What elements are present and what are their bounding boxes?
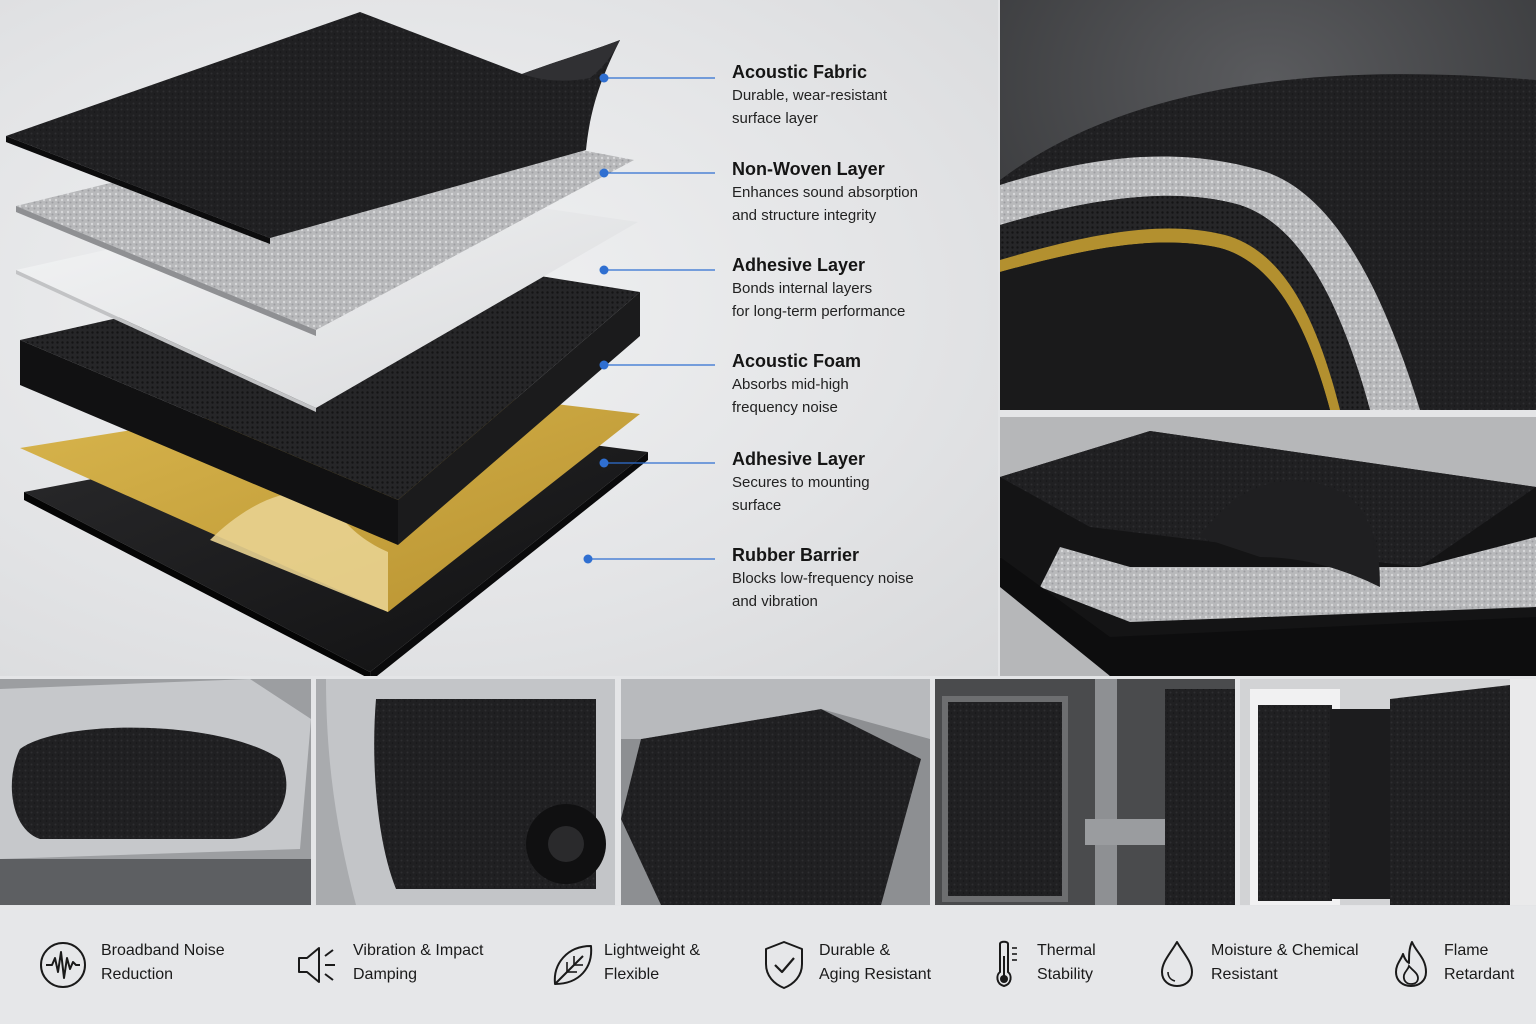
application-photo-car-floor [621,679,930,905]
thermometer-icon [996,940,1017,988]
feature-strip: Broadband Noise Reduction Vibration & Im… [0,906,1536,1024]
feature-line2: Aging Resistant [819,965,932,983]
flat-pad-photo [1000,417,1536,676]
feature-line2: Flexible [604,965,660,983]
layer-label-adhesive-mounting: Adhesive Layer Secures to mounting surfa… [732,448,982,517]
feature-line2: Reduction [101,965,174,983]
layer-desc-line2: and vibration [732,592,818,610]
feature-line1: Flame [1444,942,1489,959]
application-photo-industrial-enclosure [935,679,1235,905]
feature-thermal: Thermal Stability [990,906,1140,1024]
layer-label-acoustic-fabric: Acoustic Fabric Durable, wear-resistant … [732,61,982,130]
layer-desc-line1: Enhances sound absorption [732,184,918,201]
layer-title: Rubber Barrier [732,545,860,565]
speaker-icon [298,947,335,983]
feature-line1: Broadband Noise [101,942,225,959]
layer-label-non-woven: Non-Woven Layer Enhances sound absorptio… [732,158,982,227]
layer-label-rubber-barrier: Rubber Barrier Blocks low-frequency nois… [732,544,982,613]
feature-broadband-noise: Broadband Noise Reduction [38,906,258,1024]
layer-desc-line2: for long-term performance [732,302,906,320]
layer-desc-line2: surface layer [732,109,818,127]
feature-line1: Durable & [819,942,891,959]
feature-flame-retardant: Flame Retardant [1392,906,1532,1024]
layer-title: Adhesive Layer [732,255,866,275]
layer-desc-line1: Durable, wear-resistant [732,87,888,104]
layer-label-adhesive-inner: Adhesive Layer Bonds internal layers for… [732,254,982,323]
layer-title: Non-Woven Layer [732,159,885,179]
feature-moisture-chemical: Moisture & Chemical Resistant [1158,906,1378,1024]
droplet-icon [1161,941,1193,987]
feature-line2: Damping [353,965,418,983]
layer-title: Acoustic Fabric [732,62,868,82]
feature-line1: Moisture & Chemical [1211,942,1359,959]
layer-desc-line1: Bonds internal layers [732,280,873,297]
layer-title: Acoustic Foam [732,351,862,371]
layer-desc-line2: and structure integrity [732,206,877,224]
acoustic-fabric-layer [6,12,620,244]
layer-label-acoustic-foam: Acoustic Foam Absorbs mid-high frequency… [732,350,982,419]
layer-stack-illustration [6,12,715,676]
leaf-icon [553,945,593,985]
feature-line2: Retardant [1444,965,1515,983]
layer-desc-line1: Secures to mounting [732,474,870,491]
feature-line1: Vibration & Impact [353,942,484,959]
feature-durable: Durable & Aging Resistant [762,906,962,1024]
feature-line1: Lightweight & [604,942,701,959]
layer-desc-line2: surface [732,496,782,514]
layer-desc-line1: Blocks low-frequency noise [732,570,914,587]
flame-icon [1395,941,1427,987]
sound-wave-icon [40,942,86,988]
feature-line1: Thermal [1037,942,1096,959]
layer-desc-line1: Absorbs mid-high [732,376,849,393]
exploded-layer-diagram: Acoustic Fabric Durable, wear-resistant … [0,0,998,676]
leader-lines [588,77,715,560]
application-photo-car-door [316,679,615,905]
shield-check-icon [765,941,803,989]
layer-title: Adhesive Layer [732,449,866,469]
rolled-section-photo [1000,0,1536,410]
feature-vibration-damping: Vibration & Impact Damping [295,906,515,1024]
feature-line2: Resistant [1211,965,1278,983]
application-photo-equipment-cabinet [1240,679,1536,905]
leader-dots [583,73,609,564]
feature-line2: Stability [1037,965,1094,983]
application-photo-car-hood [0,679,311,905]
feature-lightweight: Lightweight & Flexible [547,906,737,1024]
layer-desc-line2: frequency noise [732,398,838,416]
